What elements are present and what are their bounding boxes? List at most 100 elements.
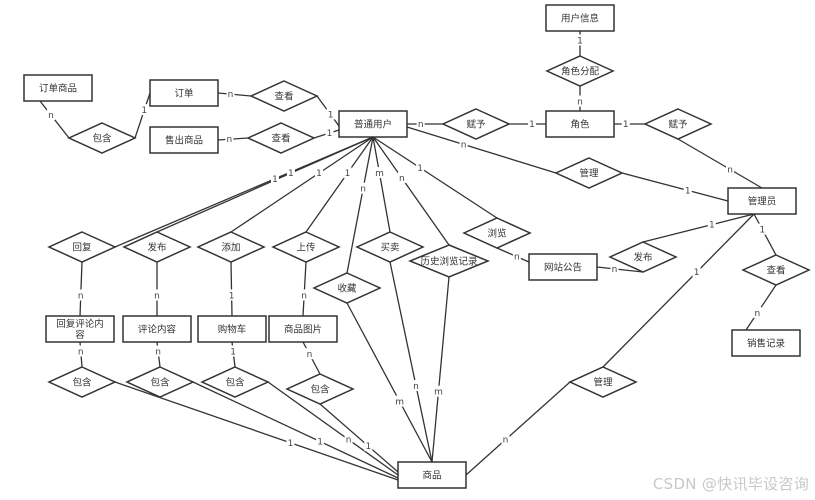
entity-admin[interactable]: 管理员: [727, 187, 797, 215]
relationship-history[interactable]: 历史浏览记录: [408, 244, 490, 278]
relationship-view-order[interactable]: 查看: [249, 80, 319, 112]
relationship-reply[interactable]: 回复: [47, 231, 117, 263]
relationship-diamond[interactable]: [462, 217, 532, 249]
entity-goods-image[interactable]: 商品图片: [268, 315, 338, 343]
relationship-contain-cart[interactable]: 包含: [200, 366, 270, 398]
cardinality-label: n: [346, 436, 352, 446]
relationship-diamond[interactable]: [47, 231, 117, 263]
entity-comment[interactable]: 评论内容: [122, 315, 192, 343]
relationship-diamond[interactable]: [741, 254, 811, 286]
entity-user-info[interactable]: 用户信息: [545, 4, 615, 32]
entity-box[interactable]: [149, 79, 219, 107]
relationship-diamond[interactable]: [47, 366, 117, 398]
entity-box[interactable]: [197, 315, 267, 343]
relationship-manage-user[interactable]: 管理: [554, 157, 624, 189]
relationship-diamond[interactable]: [246, 122, 316, 154]
relationship-view-sold[interactable]: 查看: [246, 122, 316, 154]
relationship-contain-comment[interactable]: 包含: [125, 366, 195, 398]
relationship-browse[interactable]: 浏览: [462, 217, 532, 249]
relationship-diamond[interactable]: [285, 373, 355, 405]
entity-box[interactable]: [268, 315, 338, 343]
entity-box[interactable]: [397, 461, 467, 489]
entity-normal-user[interactable]: 普通用户: [338, 110, 408, 138]
entity-cart[interactable]: 购物车: [197, 315, 267, 343]
relationship-contain-image[interactable]: 包含: [285, 373, 355, 405]
relationship-diamond[interactable]: [196, 231, 266, 263]
relationship-label: 历史浏览记录: [420, 256, 478, 268]
entity-label: 销售记录: [747, 338, 786, 350]
entity-box[interactable]: [545, 110, 615, 138]
relationship-diamond[interactable]: [125, 366, 195, 398]
entity-label-line1: 回复评论内: [56, 318, 104, 330]
relationship-diamond[interactable]: [441, 108, 511, 140]
entity-box[interactable]: [122, 315, 192, 343]
relationship-publish-comment[interactable]: 发布: [122, 231, 192, 263]
cardinality-bg: [140, 104, 149, 116]
relationship-diamond[interactable]: [408, 244, 490, 278]
entity-box[interactable]: [727, 187, 797, 215]
cardinality-bg: [316, 435, 325, 447]
relationship-diamond[interactable]: [249, 80, 319, 112]
relationship-diamond[interactable]: [122, 231, 192, 263]
relationship-view-sales[interactable]: 查看: [741, 254, 811, 286]
relationship-diamond[interactable]: [355, 231, 425, 263]
cardinality-label: 1: [288, 439, 294, 449]
relationship-diamond[interactable]: [312, 272, 382, 304]
entity-sales-record[interactable]: 销售记录: [731, 329, 801, 357]
relationship-diamond[interactable]: [200, 366, 270, 398]
edge-normal_user-r_history: [372, 136, 450, 246]
relationship-grant-user[interactable]: 赋予: [441, 108, 511, 140]
cardinality-bg: [758, 223, 767, 235]
relationship-trade[interactable]: 买卖: [355, 231, 425, 263]
cardinality-label: n: [461, 140, 467, 150]
relationship-diamond[interactable]: [643, 108, 713, 140]
entity-box[interactable]: [149, 126, 219, 154]
relationship-diamond[interactable]: [67, 122, 137, 154]
cardinality-bg: [227, 289, 236, 301]
relationship-upload[interactable]: 上传: [271, 231, 341, 263]
entity-role[interactable]: 角色: [545, 110, 615, 138]
edge-r_contain_order-order: [134, 92, 151, 139]
relationship-add[interactable]: 添加: [196, 231, 266, 263]
cardinality-bg: [395, 395, 404, 407]
entity-goods[interactable]: 商品: [397, 461, 467, 489]
nodes-layer: 用户信息订单商品订单售出商品 普通用户 角色管理员网站公告销售记录 回复评论内容评论内…: [23, 4, 811, 489]
relationship-diamond[interactable]: [554, 157, 624, 189]
entity-sold-goods[interactable]: 售出商品: [149, 126, 219, 154]
relationship-manage-goods[interactable]: 管理: [568, 366, 638, 398]
cardinality-bg: [459, 138, 468, 150]
cardinality-label: 1: [328, 111, 334, 121]
entity-label: 订单: [174, 88, 194, 100]
cardinality-label: 1: [272, 175, 278, 185]
relationship-diamond[interactable]: [608, 241, 678, 273]
relationship-grant-admin[interactable]: 赋予: [643, 108, 713, 140]
cardinality-label: n: [155, 348, 161, 358]
cardinality-label: 1: [316, 169, 322, 179]
entity-box[interactable]: [545, 4, 615, 32]
relationship-diamond[interactable]: [568, 366, 638, 398]
relationship-publish-ann[interactable]: 发布: [608, 241, 678, 273]
relationship-diamond[interactable]: [271, 231, 341, 263]
relationship-label: 添加: [221, 243, 240, 254]
entity-order-goods[interactable]: 订单商品: [23, 74, 93, 102]
cardinality-label: 1: [709, 221, 715, 231]
entity-box[interactable]: [338, 110, 408, 138]
relationship-label: 浏览: [487, 228, 506, 240]
relationship-diamond[interactable]: [545, 55, 615, 87]
entity-box[interactable]: [731, 329, 801, 357]
entity-order[interactable]: 订单: [149, 79, 219, 107]
entity-box[interactable]: [23, 74, 93, 102]
cardinality-label: 1: [288, 169, 294, 179]
entity-box[interactable]: [45, 315, 115, 343]
relationship-contain-reply[interactable]: 包含: [47, 366, 117, 398]
entity-box[interactable]: [528, 253, 598, 281]
relationship-favorite[interactable]: 收藏: [312, 272, 382, 304]
relationship-label: 管理: [593, 377, 613, 389]
edge-r_trade-goods: [389, 261, 433, 463]
cardinality-label: 1: [417, 164, 423, 174]
relationship-role-assign[interactable]: 角色分配: [545, 55, 615, 87]
relationship-contain-order[interactable]: 包含: [67, 122, 137, 154]
entity-announcement[interactable]: 网站公告: [528, 253, 598, 281]
